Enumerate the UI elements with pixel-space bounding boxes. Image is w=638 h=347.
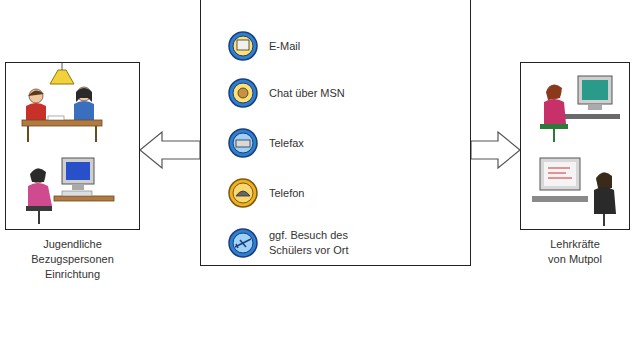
people-box: Jugendliche Bezugspersonen Einrichtung	[5, 62, 140, 230]
channel-panel: E-MailChat über MSN TelefaxTelefon ggf. Be…	[200, 0, 471, 266]
teacher-box: Lehrkräfte von Mutpol	[520, 62, 630, 230]
teacher-computer-illustration	[532, 158, 616, 226]
email-icon	[229, 32, 257, 60]
hollow-arrow	[471, 132, 520, 168]
meeting-illustration	[22, 62, 102, 142]
channel-label: E-Mail	[269, 39, 300, 54]
channel-label: Chat über MSN	[269, 86, 345, 101]
box-caption: Lehrkräfte von Mutpol	[540, 237, 610, 267]
telephone-icon	[229, 179, 257, 207]
hollow-arrow	[140, 132, 200, 168]
box-caption: Jugendliche Bezugspersonen Einrichtung	[18, 237, 128, 282]
channel-label: ggf. Besuch des Schülers vor Ort	[269, 228, 369, 258]
plane-icon	[229, 229, 257, 257]
channel-label: Telefax	[269, 136, 304, 151]
fax-icon	[229, 129, 257, 157]
channel-label: Telefon	[269, 186, 304, 201]
computer-illustration	[26, 158, 114, 224]
chat-icon	[229, 79, 257, 107]
teacher-computer-illustration	[540, 76, 620, 142]
